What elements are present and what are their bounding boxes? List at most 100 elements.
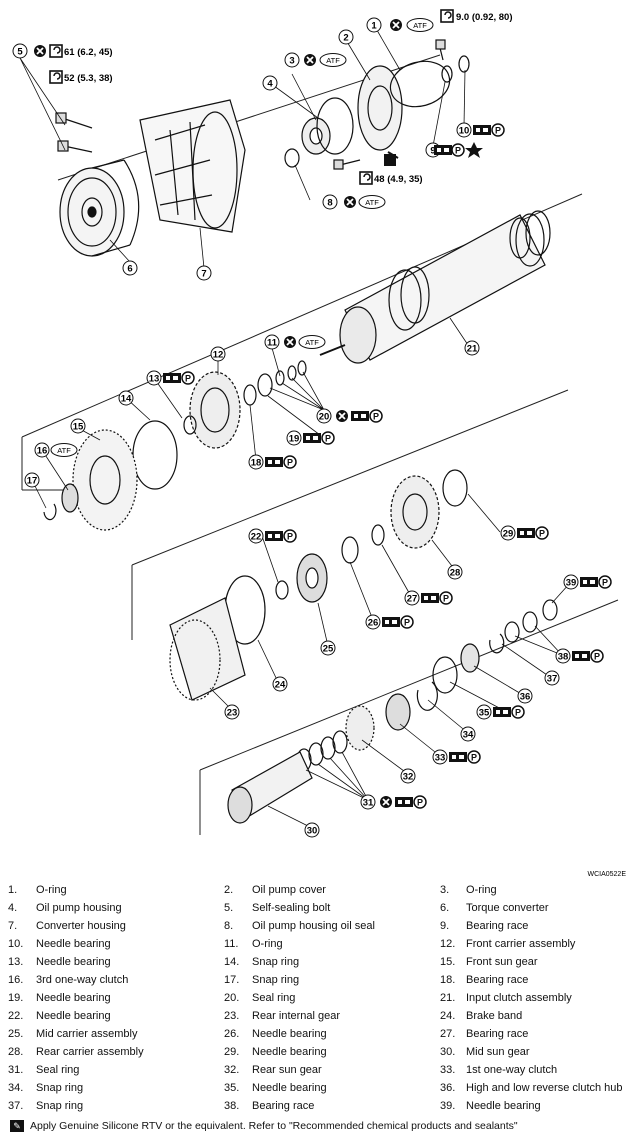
sealant-note-text: Apply Genuine Silicone RTV or the equiva… [30,1120,518,1132]
legend-number: 5. [224,902,234,914]
callout-20: 20 [316,408,332,424]
legend-label: Front sun gear [466,956,538,968]
legend-number: 11. [224,938,239,950]
callout-8: 8 [322,194,338,210]
svg-text:34: 34 [463,730,474,741]
sealant-note: ✎ Apply Genuine Silicone RTV or the equiv… [10,1120,630,1140]
legend-number: 4. [8,902,18,914]
svg-text:19: 19 [289,434,300,445]
svg-text:22: 22 [251,532,262,543]
svg-text:ATF: ATF [305,338,319,347]
svg-text:28: 28 [450,568,461,579]
callout-26: 26 [365,614,381,630]
legend-label: Snap ring [252,974,300,986]
part-front-carrier [183,360,307,449]
legend-label: Snap ring [36,1082,84,1094]
svg-text:5: 5 [17,47,23,58]
svg-text:35: 35 [479,708,490,719]
legend-number: 18. [440,974,456,986]
svg-text:32: 32 [403,772,414,783]
legend-label: 1st one-way clutch [466,1064,558,1076]
callout-31: 31 [360,794,376,810]
legend-label: Oil pump housing [36,902,122,914]
svg-text:ATF: ATF [413,21,427,30]
legend-number: 20. [224,992,240,1004]
svg-text:39: 39 [566,578,577,589]
callout-27: 27 [404,590,420,606]
legend-label: Front carrier assembly [466,938,576,950]
svg-text:1: 1 [371,21,377,32]
part-rear-gear-group [169,469,468,701]
svg-text:ATF: ATF [326,56,340,65]
legend-number: 15. [440,956,456,968]
legend-label: High and low reverse clutch hub [466,1082,623,1094]
legend-label: Rear internal gear [252,1010,341,1022]
callouts: 1 2 3 4 5 6 7 8 9 10 11 12 13 14 15 16 1… [12,17,579,838]
atf-badge: ATF [298,335,326,349]
legend-label: Needle bearing [36,956,111,968]
svg-text:18: 18 [251,458,262,469]
legend-number: 30. [440,1046,456,1058]
legend-label: Mid carrier assembly [36,1028,138,1040]
leader-lines-panel3 [209,493,501,711]
callout-15: 15 [70,418,86,434]
callout-13: 13 [146,370,162,386]
legend-number: 25. [8,1028,24,1040]
svg-text:10: 10 [459,126,470,137]
svg-text:16: 16 [37,446,48,457]
legend-label: Input clutch assembly [466,992,572,1004]
callout-22: 22 [248,528,264,544]
legend-number: 37. [8,1100,24,1112]
svg-text:6: 6 [127,264,132,275]
legend-number: 3. [440,884,450,896]
part-input-clutch [319,210,551,364]
legend-number: 17. [224,974,240,986]
leader-lines-panel2 [31,317,471,509]
svg-text:24: 24 [275,680,286,691]
legend-number: 13. [8,956,24,968]
legend-number: 9. [440,920,450,932]
legend-number: 23. [224,1010,240,1022]
callout-24: 24 [272,676,288,692]
callout-6: 6 [122,260,138,276]
legend-number: 34. [8,1082,24,1094]
torque-2: 48 (4.9, 35) [374,174,423,185]
callout-14: 14 [118,390,134,406]
legend-label: Snap ring [36,1100,84,1112]
torque-1: 9.0 (0.92, 80) [456,12,513,23]
svg-text:13: 13 [149,374,160,385]
svg-text:4: 4 [267,79,273,90]
svg-text:15: 15 [73,422,84,433]
legend-number: 6. [440,902,450,914]
figure-code: WCIA0522E [587,871,626,878]
svg-text:7: 7 [201,269,206,280]
legend-label: Bearing race [466,920,529,932]
legend-label: Needle bearing [252,1082,327,1094]
leader-lines-panel1 [19,24,466,269]
legend-label: Oil pump housing oil seal [252,920,375,932]
svg-text:36: 36 [520,692,531,703]
sealant-icon: ✎ [10,1120,24,1133]
legend-label: O-ring [466,884,497,896]
legend-number: 12. [440,938,456,950]
legend-label: O-ring [36,884,67,896]
legend-number: 33. [440,1064,456,1076]
legend-number: 7. [8,920,18,932]
callout-35: 35 [476,704,492,720]
part-oil-pump [284,55,470,168]
legend-label: Seal ring [36,1064,80,1076]
callout-32: 32 [400,768,416,784]
svg-text:21: 21 [467,344,478,355]
legend-number: 2. [224,884,234,896]
callout-7: 7 [196,265,212,281]
legend-label: Converter housing [36,920,126,932]
callout-4: 4 [262,75,278,91]
legend-number: 36. [440,1082,456,1094]
atf-badge: ATF [406,18,434,32]
svg-text:20: 20 [319,412,330,423]
svg-text:33: 33 [435,753,446,764]
